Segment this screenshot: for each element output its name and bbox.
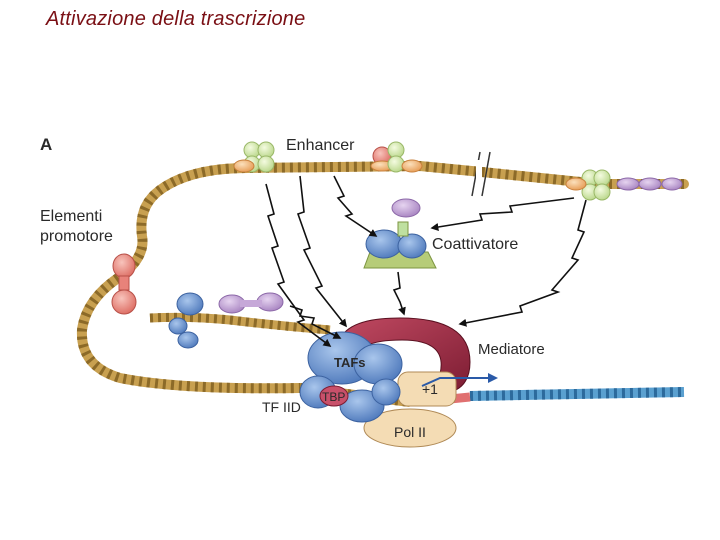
promoter-bound-proteins bbox=[111, 253, 284, 349]
promoter-label-line2: promotore bbox=[40, 228, 113, 245]
tafs-label: TAFs bbox=[334, 355, 366, 370]
transcription-start-arrow bbox=[421, 373, 498, 387]
mediator-label: Mediatore bbox=[478, 341, 545, 358]
transcribed-dna bbox=[419, 387, 685, 407]
tfiid-label: TF IID bbox=[262, 399, 301, 415]
mediator-complex bbox=[337, 317, 471, 395]
enhancer-bound-proteins bbox=[233, 141, 683, 201]
coactivator-complex bbox=[363, 198, 437, 269]
pol-ii-complex bbox=[363, 371, 457, 448]
start-site-label: +1 bbox=[422, 381, 438, 397]
pol-ii-label: Pol II bbox=[394, 424, 426, 440]
slide-title: Attivazione della trascrizione bbox=[46, 8, 306, 30]
panel-letter: A bbox=[40, 135, 52, 154]
enhancer-label: Enhancer bbox=[286, 137, 355, 154]
tfiid-complex bbox=[299, 331, 403, 423]
dna-break-mark bbox=[471, 151, 491, 197]
tbp-label: TBP bbox=[322, 390, 345, 404]
coactivator-label: Coattivatore bbox=[432, 236, 518, 253]
promoter-label-line1: Elementi bbox=[40, 208, 102, 225]
regulatory-arrows bbox=[265, 175, 587, 347]
